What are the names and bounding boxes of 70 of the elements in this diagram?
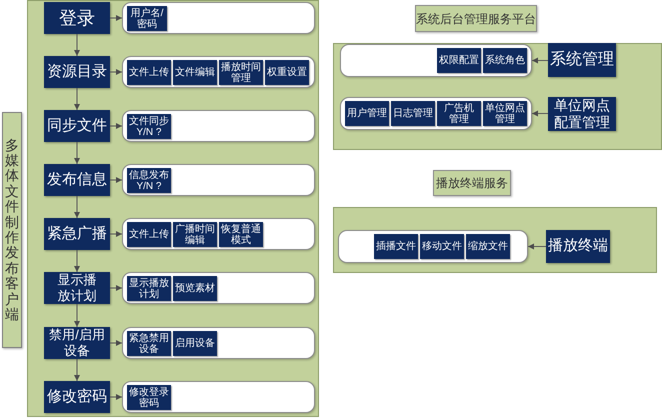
title-box: 系统后台管理服务平台 [415, 5, 537, 32]
function-box: 缩放文件 [466, 234, 510, 259]
module-box: 播放终端 [546, 230, 610, 263]
function-panel [122, 327, 315, 359]
function-box: 移动文件 [420, 234, 464, 259]
arrow [74, 34, 80, 56]
arrow [110, 340, 122, 346]
function-box: 用户管理 [345, 101, 389, 126]
arrow [110, 394, 122, 400]
function-box: 紧急禁用设备 [127, 331, 171, 356]
arrow [110, 15, 122, 21]
function-box: 恢复普通模式 [219, 222, 263, 247]
arrow [110, 231, 122, 237]
vertical-label-box: 多媒体文件制作发布客户端 [2, 112, 22, 348]
arrow [532, 110, 548, 116]
function-box: 文件上传 [127, 222, 171, 247]
function-box: 播放时间管理 [219, 60, 263, 85]
function-box: 广播时间编辑 [173, 222, 217, 247]
module-box: 登录 [44, 2, 110, 34]
function-box: 插播文件 [374, 234, 418, 259]
function-box: 文件上传 [127, 60, 171, 85]
title-box: 播放终端服务 [433, 170, 511, 196]
module-box: 资源目录 [44, 56, 110, 88]
module-box: 同步文件 [44, 110, 110, 142]
function-panel [340, 44, 532, 77]
module-box: 单位网点配置管理 [548, 97, 616, 131]
arrow [74, 196, 80, 218]
function-panel [340, 97, 532, 130]
arrow [110, 123, 122, 129]
function-box: 启用设备 [173, 331, 217, 356]
function-panel [338, 230, 528, 263]
function-panel [122, 110, 315, 142]
function-box: 文件同步 Y/N ? [127, 114, 171, 139]
function-panel [122, 381, 315, 413]
function-box: 系统角色 [483, 48, 527, 73]
arrow [74, 304, 80, 328]
function-box: 单位网点管理 [483, 101, 527, 126]
function-panel [122, 272, 315, 304]
module-box: 紧急广播 [44, 218, 110, 250]
arrow [110, 177, 122, 183]
module-box: 系统管理 [548, 43, 616, 77]
group-panel [27, 0, 319, 417]
function-panel [122, 56, 315, 88]
arrow [74, 88, 80, 110]
function-box: 文件编辑 [173, 60, 217, 85]
arrow [110, 69, 122, 75]
function-panel [122, 2, 315, 34]
function-box: 日志管理 [391, 101, 435, 126]
arrow [110, 285, 122, 291]
module-box: 显示播放计划 [44, 272, 110, 304]
group-panel [333, 207, 657, 273]
function-panel [122, 218, 315, 250]
function-box: 权限配置 [437, 48, 481, 73]
function-box: 广告机管理 [437, 101, 481, 126]
function-box: 修改登录密码 [127, 385, 171, 410]
arrow [74, 358, 80, 382]
module-box: 修改密码 [44, 381, 110, 413]
function-box: 信息发布 Y/N ? [127, 168, 171, 193]
function-box: 用户名/密码 [127, 6, 167, 31]
arrow [528, 244, 546, 250]
group-panel [333, 43, 662, 150]
arrow [74, 142, 80, 164]
function-panel [122, 164, 315, 196]
function-box: 权重设置 [265, 60, 309, 85]
arrow [532, 58, 548, 64]
function-box: 显示播放计划 [127, 276, 171, 301]
arrow [74, 250, 80, 272]
module-box: 禁用/启用设备 [44, 327, 110, 359]
module-box: 发布信息 [44, 164, 110, 196]
function-box: 预览素材 [173, 276, 217, 301]
